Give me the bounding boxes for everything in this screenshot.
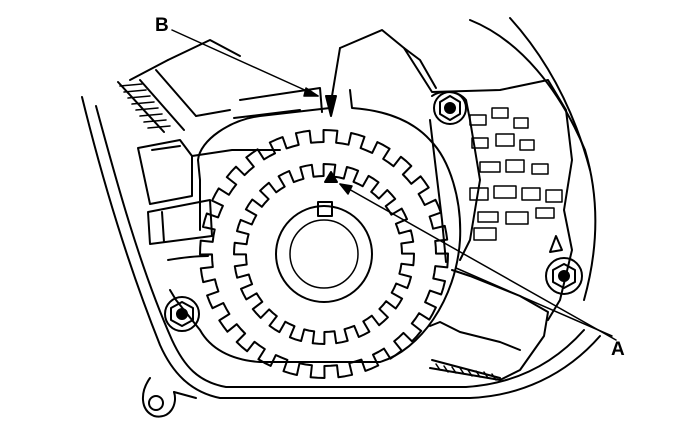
bolt-tensioner [433,91,467,125]
cover-outline [81,96,601,418]
inner-gear-teeth [233,163,415,345]
timing-belt-drive-pulley [199,129,449,379]
pointer-mark-a [324,171,338,183]
bolt-right [545,257,583,295]
sensor-harness [117,39,323,245]
pump-housing [429,269,549,381]
pointer-mark-b [325,95,337,117]
bolt-lower-left [164,296,200,332]
callout-label-b: B [155,15,169,36]
crankshaft-hub [275,201,373,303]
inner-case [167,47,462,363]
leader-line-a [339,183,617,341]
callout-label-a: A [611,339,625,360]
leader-line-b [171,29,319,97]
crankshaft-sprocket [233,163,415,345]
outer-gear-teeth [199,129,449,379]
